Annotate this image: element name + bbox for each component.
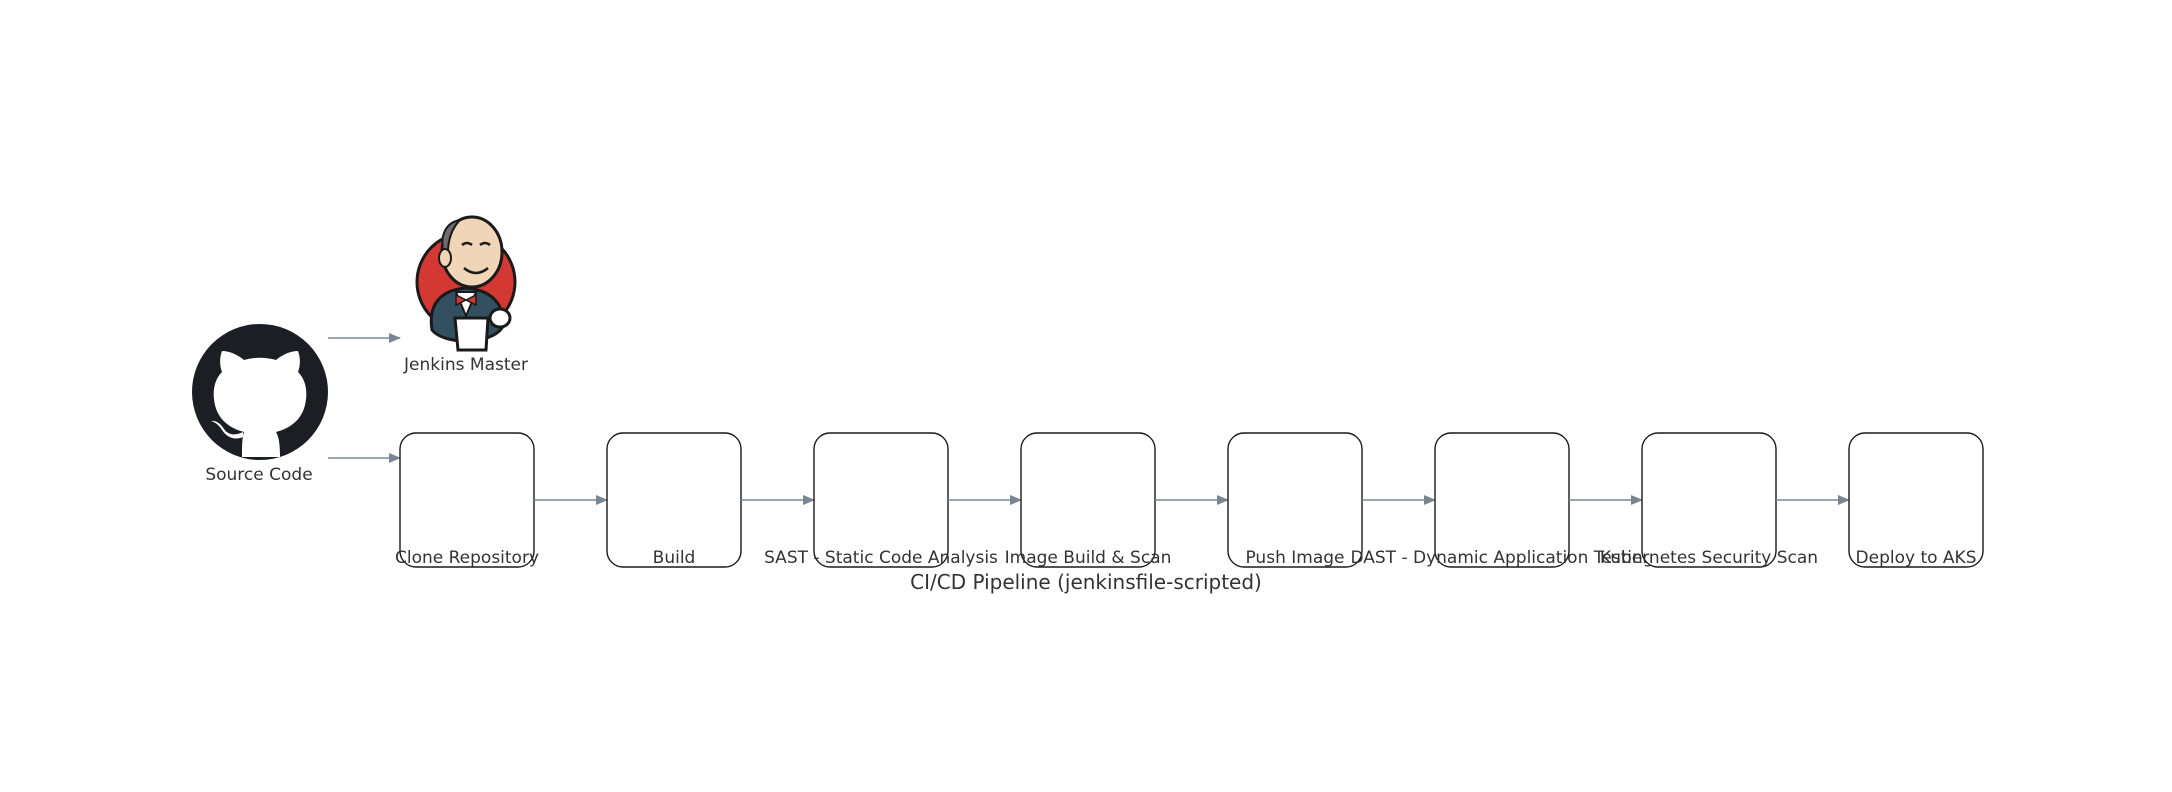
stage-label: Image Build & Scan xyxy=(1005,548,1172,568)
stage-2: Build xyxy=(606,432,742,568)
stage-box xyxy=(1641,432,1777,568)
jenkins-butler-icon xyxy=(415,215,517,352)
jenkins-master-label: Jenkins Master xyxy=(403,355,528,375)
stage-7: Kubernetes Security Scan xyxy=(1600,432,1818,568)
jenkins-master-node: Jenkins Master xyxy=(403,215,528,375)
stage-label: Clone Repository xyxy=(395,548,539,568)
stage-1: Clone Repository xyxy=(395,432,539,568)
source-code-node: Source Code xyxy=(192,324,328,485)
stage-6: DAST - Dynamic Application Testing xyxy=(1350,432,1654,568)
stage-label: DAST - Dynamic Application Testing xyxy=(1350,548,1653,568)
stage-label: SAST - Static Code Analysis xyxy=(764,548,998,568)
stage-box xyxy=(1227,432,1363,568)
stage-box xyxy=(1848,432,1984,568)
stage-label: Deploy to AKS xyxy=(1856,548,1977,568)
stage-5: Push Image xyxy=(1227,432,1363,568)
stage-4: Image Build & Scan xyxy=(1005,432,1172,568)
stage-box xyxy=(606,432,742,568)
stage-box xyxy=(813,432,949,568)
stage-label: Build xyxy=(653,548,696,568)
stage-box xyxy=(399,432,535,568)
stage-label: Push Image xyxy=(1245,548,1344,568)
cluster-label: CI/CD Pipeline (jenkinsfile-scripted) xyxy=(910,570,1262,594)
github-icon xyxy=(192,324,328,460)
stage-box xyxy=(1020,432,1156,568)
stage-label: Kubernetes Security Scan xyxy=(1600,548,1818,568)
source-code-label: Source Code xyxy=(205,465,312,485)
pipeline-stages: Clone Repository Build SAST - Static Code … xyxy=(395,432,1984,568)
stage-8: Deploy to AKS xyxy=(1848,432,1984,568)
stage-box xyxy=(1434,432,1570,568)
